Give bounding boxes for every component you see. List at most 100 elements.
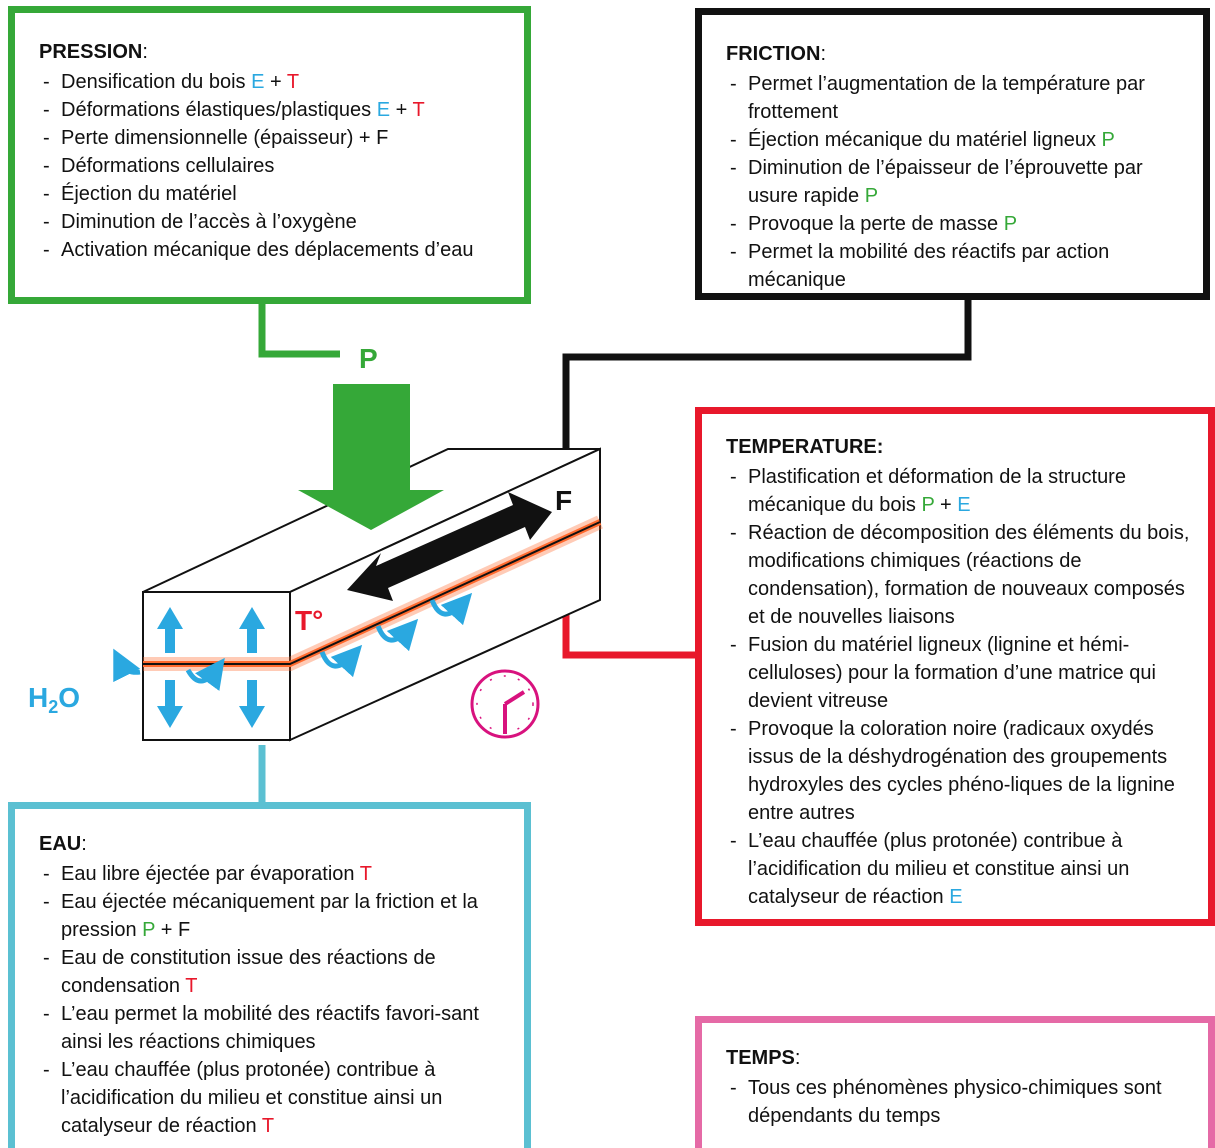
pression-title: PRESSION:	[39, 41, 148, 63]
temperature-item-tag: E	[949, 886, 963, 908]
eau-title-text: EAU	[39, 833, 82, 855]
pression-list-item: Activation mécanique des déplacements d’…	[39, 236, 500, 264]
pression-list: Densification du bois E + TDéformations …	[39, 68, 500, 264]
friction-list: Permet l’augmentation de la température …	[726, 70, 1179, 294]
temps-title-text: TEMPS	[726, 1047, 795, 1069]
water-curl-side-2	[375, 618, 419, 652]
water-label: H2O	[28, 682, 80, 717]
temperature-label: T°	[295, 605, 323, 636]
pression-item-text: Éjection du matériel	[61, 183, 237, 205]
friction-item-tag: P	[1101, 129, 1115, 151]
pression-item-text: Perte dimensionnelle (épaisseur) + F	[61, 127, 389, 149]
water-curl-side-3	[429, 592, 473, 626]
friction-list-item: Provoque la perte de masse P	[726, 210, 1179, 238]
eau-item-text: Eau éjectée mécaniquement par la frictio…	[61, 891, 478, 941]
pression-item-text: Déformations cellulaires	[61, 155, 275, 177]
eau-list-item: L’eau permet la mobilité des réactifs fa…	[39, 1000, 500, 1056]
water-arrow-down-right	[239, 680, 265, 728]
pression-list-item: Perte dimensionnelle (épaisseur) + F	[39, 124, 500, 152]
friction-item-text: Permet l’augmentation de la température …	[748, 73, 1145, 123]
temperature-list: Plastification et déformation de la stru…	[726, 463, 1194, 911]
friction-double-arrow	[347, 492, 552, 601]
temperature-item-text: Fusion du matériel ligneux (lignine et h…	[748, 634, 1156, 712]
eau-item-tag: T	[185, 975, 198, 997]
temps-list: Tous ces phénomènes physico-chimiques so…	[726, 1074, 1184, 1130]
eau-item-text: L’eau permet la mobilité des réactifs fa…	[61, 1003, 479, 1053]
temperature-item-text: Provoque la coloration noire (radicaux o…	[748, 718, 1175, 824]
water-arrow-up-left	[157, 607, 183, 653]
temperature-item-text: L’eau chauffée (plus protonée) contribue…	[748, 830, 1130, 908]
water-arrow-down-left	[157, 680, 183, 728]
water-curl-side-1	[319, 644, 363, 678]
pressure-label: P	[359, 343, 378, 374]
eau-item-tag: T	[261, 1115, 275, 1137]
eau-item-tag: F	[177, 919, 191, 941]
pression-item-text: Densification du bois	[61, 71, 246, 93]
pression-connector	[258, 304, 340, 358]
pression-item-tag: T	[412, 99, 425, 121]
temps-item-text: Tous ces phénomènes physico-chimiques so…	[748, 1077, 1162, 1127]
temperature-item-tag: P	[921, 494, 935, 516]
temps-box: TEMPS: Tous ces phénomènes physico-chimi…	[695, 1016, 1215, 1148]
friction-list-item: Permet l’augmentation de la température …	[726, 70, 1179, 126]
temperature-list-item: Provoque la coloration noire (radicaux o…	[726, 715, 1194, 827]
pression-list-item: Densification du bois E + T	[39, 68, 500, 96]
friction-item-text: Permet la mobilité des réactifs par acti…	[748, 241, 1110, 291]
temperature-list-item: Plastification et déformation de la stru…	[726, 463, 1194, 519]
friction-title: FRICTION:	[726, 43, 826, 65]
water-label-h: H	[28, 682, 48, 713]
friction-item-text: Provoque la perte de masse	[748, 213, 999, 235]
eau-item-tag: T	[359, 863, 372, 885]
temperature-box: TEMPERATURE: Plastification et déformati…	[695, 407, 1215, 926]
friction-list-item: Permet la mobilité des réactifs par acti…	[726, 238, 1179, 294]
eau-title: EAU:	[39, 833, 87, 855]
pression-item-tag: T	[286, 71, 300, 93]
water-curl-arrows	[113, 592, 473, 691]
pression-title-text: PRESSION	[39, 41, 143, 63]
clock-icon	[470, 669, 540, 739]
water-arrows	[157, 607, 265, 728]
pression-list-item: Déformations cellulaires	[39, 152, 500, 180]
pression-item-text: Diminution de l’accès à l’oxygène	[61, 211, 357, 233]
friction-title-text: FRICTION	[726, 43, 821, 65]
pression-item-tag: E	[251, 71, 265, 93]
pression-list-item: Diminution de l’accès à l’oxygène	[39, 208, 500, 236]
pression-list-item: Déformations élastiques/plastiques E + T	[39, 96, 500, 124]
friction-item-tag: P	[864, 185, 879, 207]
temperature-list-item: L’eau chauffée (plus protonée) contribue…	[726, 827, 1194, 911]
temperature-item-text: Réaction de décomposition des éléments d…	[748, 522, 1190, 628]
eau-box: EAU: Eau libre éjectée par évaporation T…	[8, 802, 531, 1148]
eau-list-item: Eau libre éjectée par évaporation T	[39, 860, 500, 888]
water-curl-exit	[113, 648, 141, 683]
friction-list-item: Éjection mécanique du matériel ligneux P	[726, 126, 1179, 154]
pression-box: PRESSION: Densification du bois E + TDéf…	[8, 6, 531, 304]
water-curl-front	[185, 657, 225, 691]
water-label-sub: 2	[48, 697, 58, 717]
friction-box: FRICTION: Permet l’augmentation de la te…	[695, 8, 1210, 300]
pression-item-text: Déformations élastiques/plastiques	[61, 99, 372, 121]
friction-connector	[562, 300, 972, 476]
pressure-arrow	[298, 384, 444, 530]
temperature-item-tag: E	[957, 494, 971, 516]
heat-line	[143, 515, 603, 671]
eau-item-text: Eau de constitution issue des réactions …	[61, 947, 436, 997]
friction-list-item: Diminution de l’épaisseur de l’éprouvett…	[726, 154, 1179, 210]
water-label-o: O	[58, 682, 80, 713]
pression-list-item: Éjection du matériel	[39, 180, 500, 208]
temperature-title: TEMPERATURE:	[726, 434, 1194, 461]
water-arrow-up-right	[239, 607, 265, 653]
eau-item-tag: P	[142, 919, 156, 941]
temperature-list-item: Réaction de décomposition des éléments d…	[726, 519, 1194, 631]
eau-item-text: L’eau chauffée (plus protonée) contribue…	[61, 1059, 443, 1137]
friction-item-tag: P	[1003, 213, 1018, 235]
temperature-list-item: Fusion du matériel ligneux (lignine et h…	[726, 631, 1194, 715]
eau-list: Eau libre éjectée par évaporation T Eau é…	[39, 860, 500, 1140]
temps-title: TEMPS:	[726, 1047, 801, 1069]
temps-list-item: Tous ces phénomènes physico-chimiques so…	[726, 1074, 1184, 1130]
friction-item-text: Éjection mécanique du matériel ligneux	[748, 129, 1096, 151]
temperature-title-text: TEMPERATURE:	[726, 436, 884, 458]
eau-list-item: Eau de constitution issue des réactions …	[39, 944, 500, 1000]
pression-item-tag: E	[376, 99, 391, 121]
eau-list-item: Eau éjectée mécaniquement par la frictio…	[39, 888, 500, 944]
